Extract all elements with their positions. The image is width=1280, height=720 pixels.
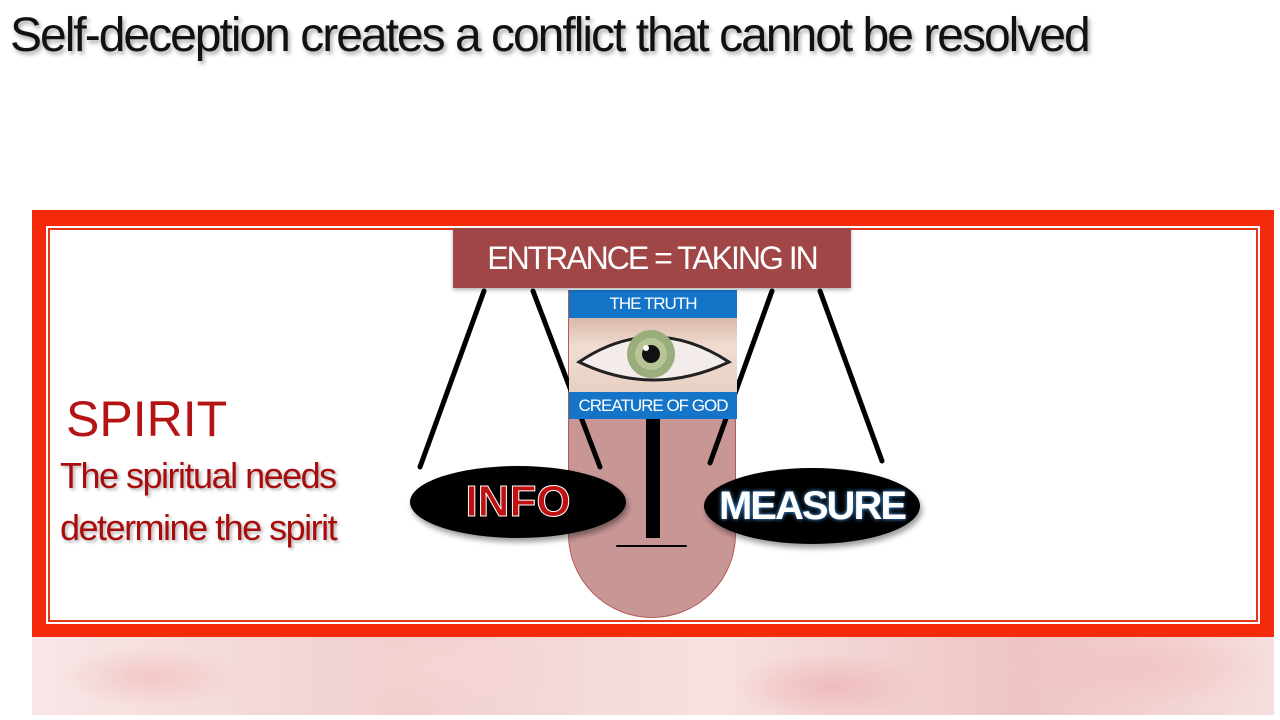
spirit-text-line-2: determine the spirit	[60, 507, 338, 548]
creature-of-god-label: CREATURE OF GOD	[569, 392, 737, 419]
right-outer-string	[817, 288, 885, 464]
entrance-banner: ENTRANCE = TAKING IN	[453, 228, 851, 288]
left-inner-string	[530, 288, 603, 470]
scale-strings	[417, 288, 885, 547]
truth-label: THE TRUTH	[569, 290, 737, 318]
brain-texture-image	[32, 637, 1274, 715]
scale-post	[646, 418, 660, 538]
info-pan: INFO	[410, 466, 626, 538]
slide-title: Self-deception creates a conflict that c…	[10, 9, 1091, 62]
right-inner-string	[707, 288, 775, 466]
eye-icon	[576, 330, 733, 382]
measure-pan: MEASURE	[704, 468, 920, 544]
spirit-heading: SPIRIT	[66, 391, 228, 447]
left-outer-string	[417, 288, 487, 470]
eye-image	[569, 318, 737, 392]
spirit-text-line-1: The spiritual needs	[60, 455, 337, 496]
